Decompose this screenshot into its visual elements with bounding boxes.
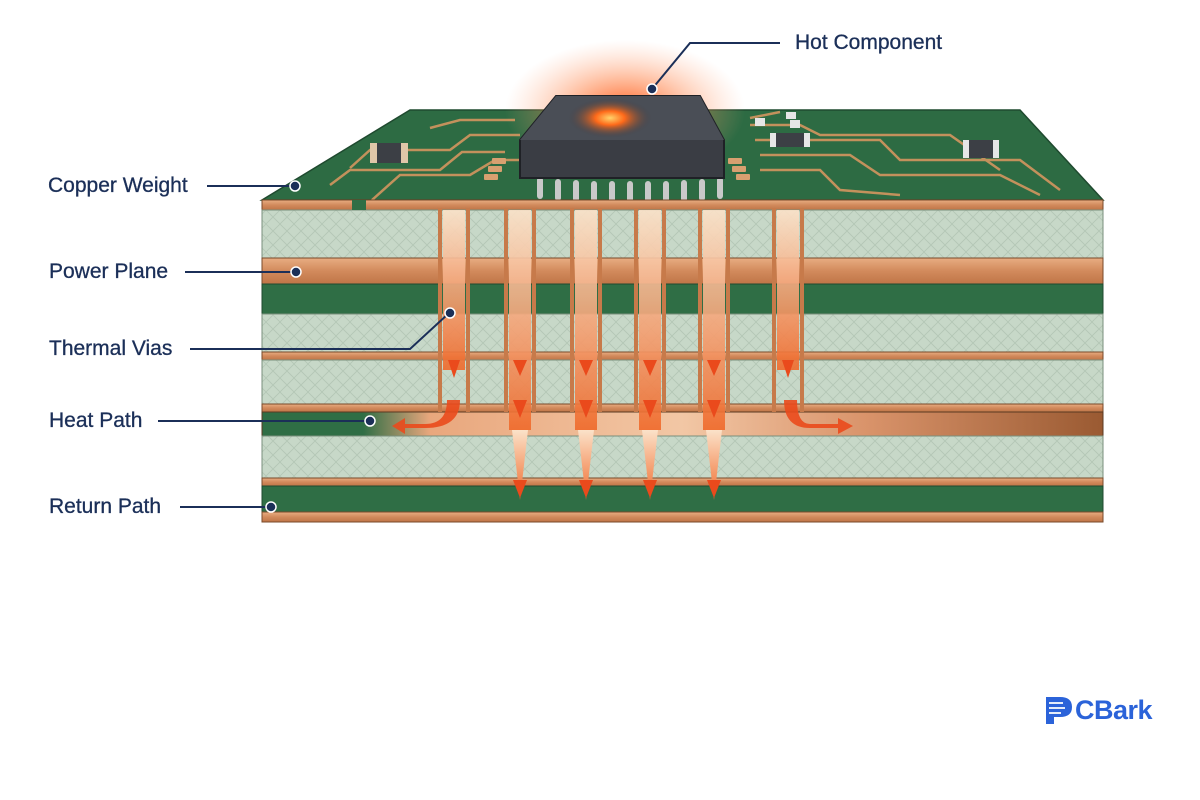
label-thermal-vias: Thermal Vias	[49, 337, 172, 361]
heat-path-layer	[262, 412, 1103, 436]
smd-component-right-2	[963, 140, 999, 158]
label-hot-component: Hot Component	[795, 31, 942, 55]
smd-component-left	[370, 143, 408, 163]
pcbark-logo: CBark	[1043, 690, 1152, 730]
logo-text: CBark	[1075, 695, 1152, 726]
label-heat-path: Heat Path	[49, 409, 142, 433]
label-return-path: Return Path	[49, 495, 161, 519]
hot-component	[505, 40, 745, 200]
return-path-layer	[262, 486, 1103, 512]
layer-stackup	[262, 200, 1103, 522]
power-plane-layer	[262, 258, 1103, 284]
smd-component-right-1	[770, 133, 810, 147]
label-copper-weight: Copper Weight	[48, 174, 188, 198]
pcbark-logo-icon	[1043, 693, 1075, 727]
label-power-plane: Power Plane	[49, 260, 168, 284]
